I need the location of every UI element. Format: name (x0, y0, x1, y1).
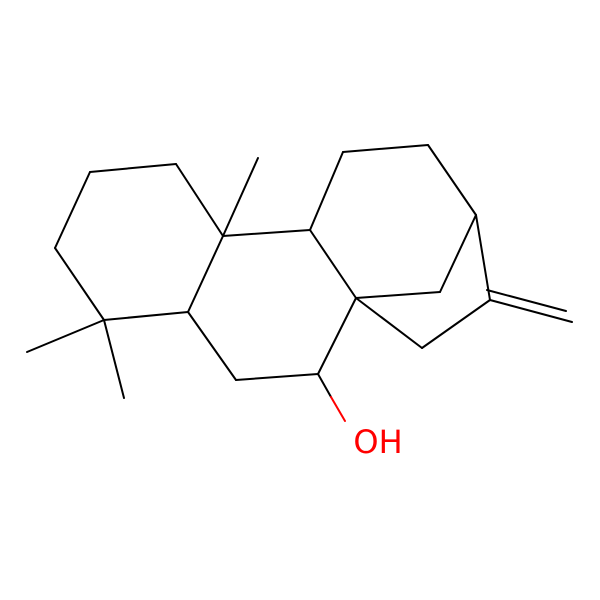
bond-ringB-5 (187, 311, 237, 381)
bond-ringA-3 (187, 235, 224, 313)
bond-ringA-6 (54, 171, 91, 249)
bond-c-o-carbon-half (317, 373, 332, 398)
bond-ringA-5 (54, 247, 105, 321)
bond-methylene-inner (486, 289, 567, 312)
hydroxyl-label: OH (353, 423, 402, 461)
bond-ringC-2 (342, 144, 429, 153)
bond-ringD-3 (355, 297, 423, 349)
bond-ringA-1 (89, 163, 177, 173)
bond-ringD-1 (475, 214, 491, 301)
bond-methyl-gem-2 (103, 319, 125, 399)
bond-ringB-3 (317, 297, 357, 375)
bond-bridge-1 (439, 214, 477, 293)
bond-ringA-4 (103, 311, 189, 321)
bond-ringC-1 (309, 151, 344, 231)
bond-ringC-3 (427, 144, 477, 216)
bond-methylene-outer (489, 299, 573, 323)
bond-methyl-gem-1 (26, 319, 105, 353)
bond-ringB-2 (309, 229, 357, 299)
bond-ringA-2 (175, 163, 224, 237)
bond-ringB-4 (235, 373, 319, 381)
bond-ringB-1 (222, 229, 311, 237)
bond-bridge-2 (355, 291, 441, 299)
bond-ringD-2 (421, 299, 491, 349)
bond-methyl-angular (222, 157, 259, 237)
bond-c-o-oxygen-half (330, 396, 346, 422)
